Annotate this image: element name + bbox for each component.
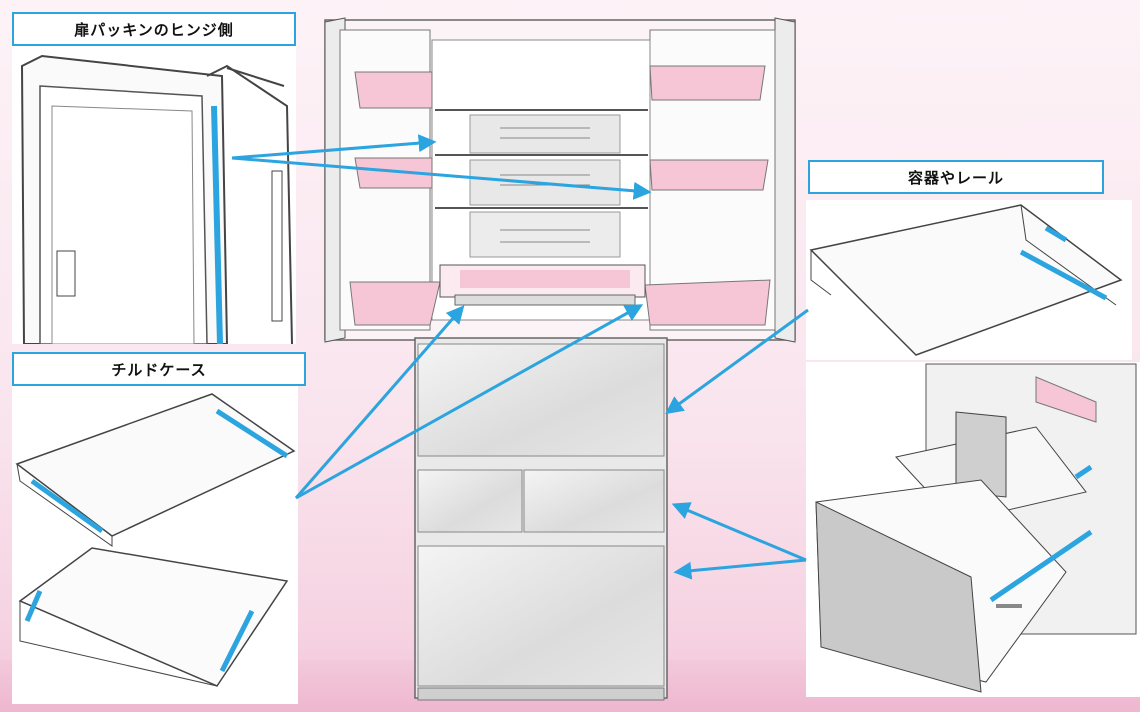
containers-rails-label: 容器やレール (808, 160, 1104, 194)
chilled-case-panel (12, 386, 298, 704)
door-gasket-label: 扉パッキンのヒンジ側 (12, 12, 296, 46)
chilled-case-label: チルドケース (12, 352, 306, 386)
drawer-panel (806, 362, 1140, 697)
door-gasket-panel (12, 46, 296, 344)
container-tray-panel (806, 200, 1132, 360)
